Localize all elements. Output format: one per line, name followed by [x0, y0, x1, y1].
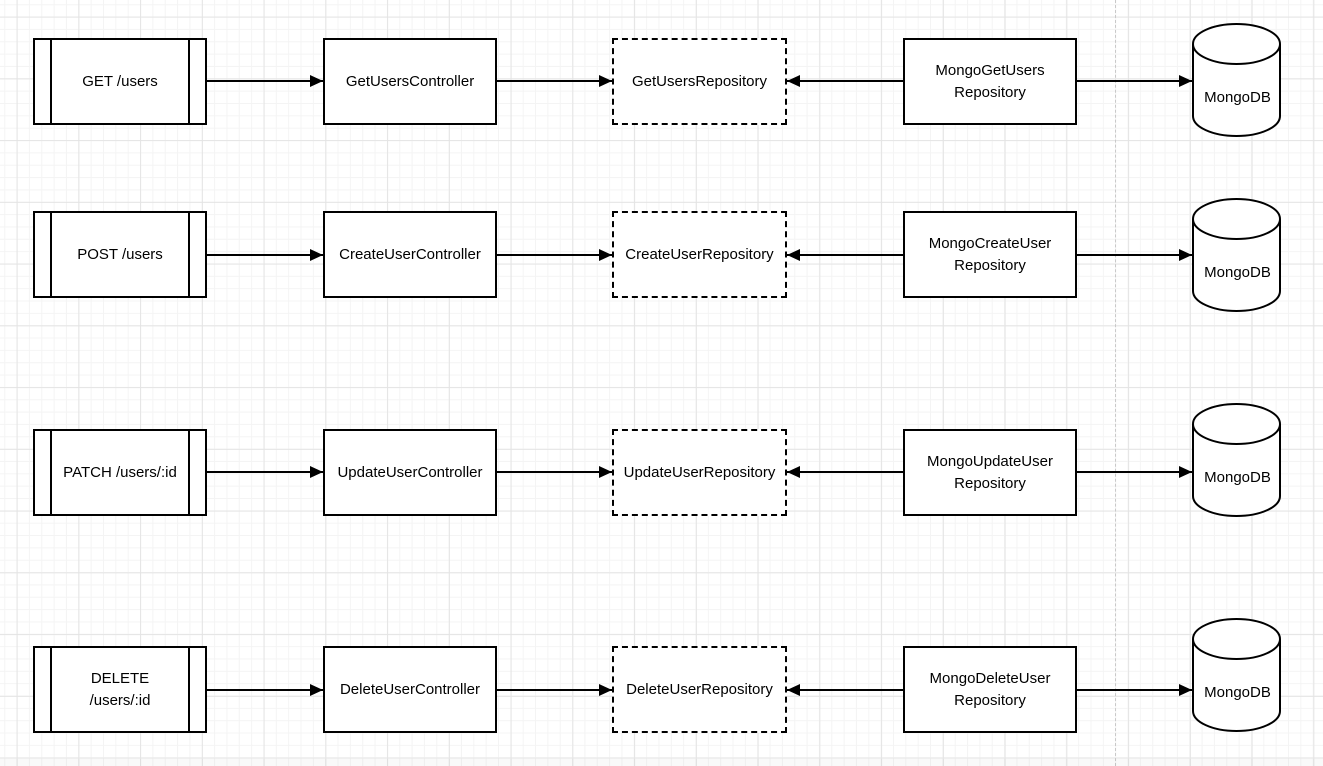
database-cylinder-icon	[1192, 198, 1281, 312]
mongo-repository-box[interactable]: MongoCreateUser Repository	[903, 211, 1077, 298]
mongodb-cylinder[interactable]: MongoDB	[1192, 618, 1281, 732]
controller-box[interactable]: GetUsersController	[323, 38, 497, 125]
endpoint-label: GET /users	[82, 72, 158, 90]
mongo-repository-label: MongoCreateUser Repository	[928, 234, 1052, 274]
mongo-repository-label: MongoDeleteUser Repository	[929, 669, 1051, 709]
mongo-repository-box[interactable]: MongoGetUsers Repository	[903, 38, 1077, 125]
controller-label: DeleteUserController	[339, 680, 481, 698]
endpoint-box[interactable]: GET /users	[33, 38, 207, 125]
arrow-endpoint-to-controller[interactable]	[207, 466, 323, 478]
repository-label: DeleteUserRepository	[626, 680, 773, 698]
endpoint-box[interactable]: DELETE /users/:id	[33, 646, 207, 733]
arrow-controller-to-repository[interactable]	[497, 684, 612, 696]
arrow-controller-to-repository[interactable]	[497, 249, 612, 261]
mongodb-cylinder[interactable]: MongoDB	[1192, 198, 1281, 312]
repository-box[interactable]: CreateUserRepository	[612, 211, 787, 298]
repository-label: CreateUserRepository	[625, 245, 774, 263]
controller-box[interactable]: CreateUserController	[323, 211, 497, 298]
arrow-controller-to-repository[interactable]	[497, 466, 612, 478]
mongodb-cylinder[interactable]: MongoDB	[1192, 23, 1281, 137]
database-label: MongoDB	[1204, 684, 1271, 701]
endpoint-label: PATCH /users/:id	[63, 463, 177, 481]
mongo-repository-box[interactable]: MongoUpdateUser Repository	[903, 429, 1077, 516]
mongo-repository-label: MongoGetUsers Repository	[935, 61, 1045, 101]
endpoint-box[interactable]: PATCH /users/:id	[33, 429, 207, 516]
arrow-mongorepo-to-database[interactable]	[1077, 75, 1192, 87]
arrow-mongorepo-to-database[interactable]	[1077, 684, 1192, 696]
repository-label: GetUsersRepository	[631, 72, 768, 90]
repository-label: UpdateUserRepository	[623, 463, 776, 481]
controller-box[interactable]: UpdateUserController	[323, 429, 497, 516]
endpoint-label: DELETE /users/:id	[89, 669, 151, 709]
arrow-mongorepo-to-database[interactable]	[1077, 249, 1192, 261]
controller-label: UpdateUserController	[337, 463, 483, 481]
controller-box[interactable]: DeleteUserController	[323, 646, 497, 733]
database-label: MongoDB	[1204, 469, 1271, 486]
arrow-endpoint-to-controller[interactable]	[207, 249, 323, 261]
arrow-controller-to-repository[interactable]	[497, 75, 612, 87]
page-bottom-edge	[0, 759, 1323, 766]
repository-box[interactable]: GetUsersRepository	[612, 38, 787, 125]
database-label: MongoDB	[1204, 89, 1271, 106]
database-label: MongoDB	[1204, 264, 1271, 281]
page-break-line	[1115, 0, 1116, 766]
arrow-mongo-to-repository[interactable]	[787, 684, 903, 696]
mongodb-cylinder[interactable]: MongoDB	[1192, 403, 1281, 517]
arrow-mongorepo-to-database[interactable]	[1077, 466, 1192, 478]
mongo-repository-box[interactable]: MongoDeleteUser Repository	[903, 646, 1077, 733]
arrow-mongo-to-repository[interactable]	[787, 466, 903, 478]
repository-box[interactable]: UpdateUserRepository	[612, 429, 787, 516]
endpoint-label: POST /users	[77, 245, 163, 263]
arrow-endpoint-to-controller[interactable]	[207, 75, 323, 87]
database-cylinder-icon	[1192, 618, 1281, 732]
controller-label: CreateUserController	[339, 245, 481, 263]
controller-label: GetUsersController	[345, 72, 475, 90]
arrow-endpoint-to-controller[interactable]	[207, 684, 323, 696]
database-cylinder-icon	[1192, 23, 1281, 137]
mongo-repository-label: MongoUpdateUser Repository	[927, 452, 1053, 492]
endpoint-box[interactable]: POST /users	[33, 211, 207, 298]
database-cylinder-icon	[1192, 403, 1281, 517]
repository-box[interactable]: DeleteUserRepository	[612, 646, 787, 733]
arrow-mongo-to-repository[interactable]	[787, 249, 903, 261]
arrow-mongo-to-repository[interactable]	[787, 75, 903, 87]
